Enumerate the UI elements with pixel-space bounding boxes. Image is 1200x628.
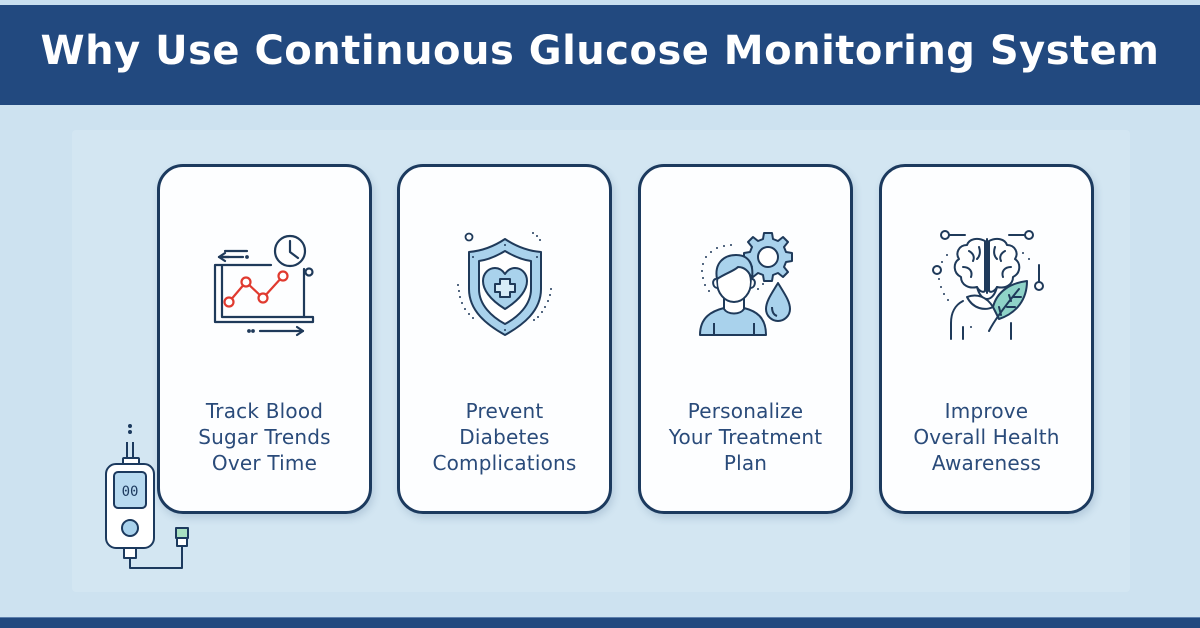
meter-display: 00 [122,484,139,500]
top-strip [0,0,1200,5]
benefit-card-track-trends: Track Blood Sugar Trends Over Time [157,164,372,514]
benefit-card-health-awareness: Improve Overall Health Awareness [879,164,1094,514]
benefit-label: Prevent Diabetes Complications [432,399,577,475]
benefit-card-personalize-treatment: Personalize Your Treatment Plan [638,164,853,514]
benefit-label: Track Blood Sugar Trends Over Time [198,399,331,475]
benefit-label: Improve Overall Health Awareness [913,399,1060,475]
shield-heart-cross-icon [456,232,552,336]
header-banner: Why Use Continuous Glucose Monitoring Sy… [0,5,1200,105]
benefit-card-prevent-complications: Prevent Diabetes Complications [397,164,612,514]
footer-band [0,617,1200,628]
page-title: Why Use Continuous Glucose Monitoring Sy… [40,28,1160,74]
benefit-label: Personalize Your Treatment Plan [668,399,823,475]
trend-chart-clock-icon [213,234,314,337]
brain-leaf-icon [931,230,1044,340]
person-gear-drop-icon [698,232,793,336]
glucose-meter-icon: 00 [105,424,189,569]
